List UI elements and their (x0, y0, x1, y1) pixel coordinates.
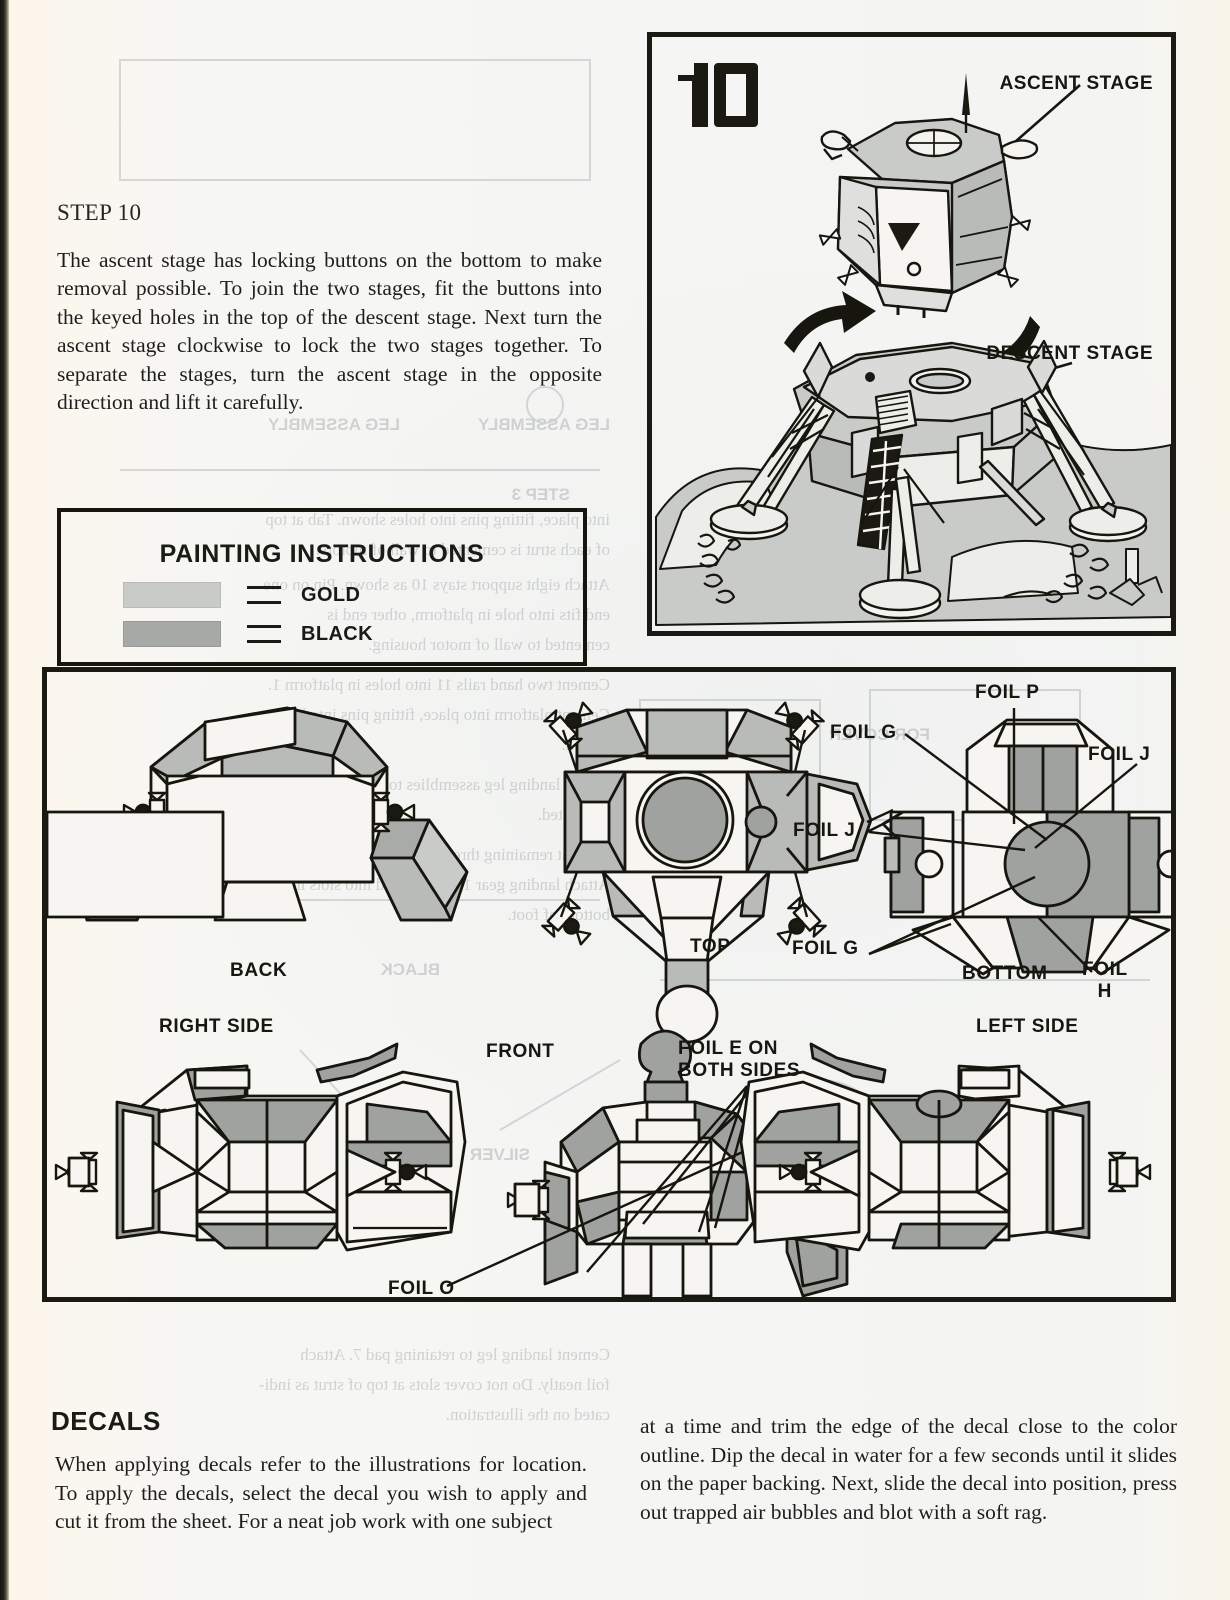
equals-icon (247, 586, 281, 604)
step-number-10-graphic (678, 63, 758, 127)
decals-text-column-right: at a time and trim the edge of the decal… (640, 1414, 1177, 1524)
foil-label-j-left: FOIL J (793, 820, 856, 841)
decals-text-column-left: When applying decals refer to the illust… (55, 1452, 587, 1533)
svg-text:STEP 3: STEP 3 (512, 485, 570, 504)
right-side-view-drawing (54, 1042, 467, 1252)
painting-views-diagram-panel: BACK TOP BOTTOM RIGHT SIDE FRONT LEFT SI… (42, 667, 1176, 1302)
foil-label-h: FOIL H (1082, 959, 1128, 1002)
foil-label-j-right: FOIL J (1088, 744, 1151, 765)
foil-label-p: FOIL P (975, 682, 1040, 703)
decals-heading: DECALS (51, 1406, 161, 1436)
ascent-stage-drawing (818, 73, 1039, 318)
view-label-left-side: LEFT SIDE (976, 1016, 1079, 1037)
painting-legend-row-black: BLACK (123, 621, 583, 647)
svg-text:foil neatly. Do not cover slot: foil neatly. Do not cover slots at top o… (259, 1375, 610, 1394)
svg-text:cated on the illustration.: cated on the illustration. (446, 1405, 610, 1424)
black-color-swatch (123, 621, 221, 647)
svg-text:LEG ASSEMBLY: LEG ASSEMBLY (477, 415, 610, 434)
view-label-front: FRONT (486, 1041, 555, 1062)
view-label-right-side: RIGHT SIDE (159, 1016, 274, 1037)
top-view-drawing (540, 692, 873, 1044)
gold-swatch-label: GOLD (301, 583, 361, 606)
ascent-stage-callout-label: ASCENT STAGE (999, 73, 1153, 94)
painting-instructions-box: PAINTING INSTRUCTIONS GOLD BLACK (57, 508, 587, 666)
view-label-bottom: BOTTOM (962, 963, 1048, 984)
svg-text:LEG ASSEMBLY: LEG ASSEMBLY (267, 415, 400, 434)
view-label-back: BACK (230, 960, 288, 981)
foil-label-o: FOIL O (388, 1278, 455, 1299)
foil-label-g-upper: FOIL G (830, 722, 897, 743)
stage-assembly-illustration-panel: ASCENT STAGE DESCENT STAGE (647, 32, 1176, 636)
painting-instructions-title: PAINTING INSTRUCTIONS (159, 540, 485, 568)
equals-icon (247, 625, 281, 643)
foil-label-g-lower: FOIL G (792, 938, 859, 959)
view-label-top: TOP (690, 936, 731, 957)
svg-text:Cement landing leg to retainin: Cement landing leg to retaining pad 7. A… (300, 1345, 610, 1364)
step-text-block: STEP 10 The ascent stage has locking but… (57, 200, 602, 416)
gold-color-swatch (123, 582, 221, 608)
descent-stage-callout-label: DESCENT STAGE (986, 343, 1153, 364)
scan-gutter-edge (0, 0, 9, 1600)
painting-legend-row-gold: GOLD (123, 582, 583, 608)
left-side-view-drawing (739, 1042, 1152, 1252)
black-swatch-label: BLACK (301, 622, 373, 645)
step-heading: STEP 10 (57, 200, 142, 225)
foil-label-e: FOIL E ON BOTH SIDES (678, 1038, 801, 1081)
step-body-text: The ascent stage has locking buttons on … (57, 248, 602, 415)
